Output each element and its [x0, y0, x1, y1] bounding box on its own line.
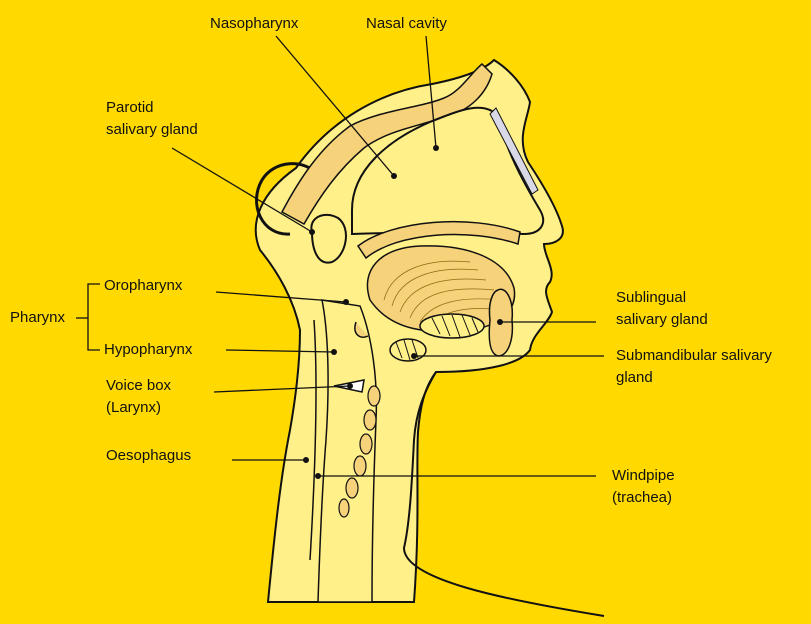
- label-nasal-cavity: Nasal cavity: [366, 14, 447, 34]
- label-pharynx: Pharynx: [10, 308, 65, 328]
- label-sublingual-line2: salivary gland: [616, 310, 708, 330]
- label-sublingual-line1: Sublingual: [616, 288, 686, 308]
- label-oesophagus: Oesophagus: [106, 446, 191, 466]
- label-submandibular-line1: Submandibular salivary: [616, 346, 772, 366]
- sublingual-gland-shape: [420, 314, 484, 338]
- label-nasopharynx: Nasopharynx: [210, 14, 298, 34]
- parotid-gland-shape: [311, 215, 346, 263]
- label-parotid-line1: Parotid: [106, 98, 154, 118]
- neck-contour: [404, 372, 604, 616]
- label-hypopharynx: Hypopharynx: [104, 340, 192, 360]
- label-windpipe-line2: (trachea): [612, 488, 672, 508]
- label-voice-box-line1: Voice box: [106, 376, 171, 396]
- label-parotid-line2: salivary gland: [106, 120, 198, 140]
- label-submandibular-line2: gland: [616, 368, 653, 388]
- label-windpipe-line1: Windpipe: [612, 466, 675, 486]
- label-oropharynx: Oropharynx: [104, 276, 182, 296]
- label-voice-box-line2: (Larynx): [106, 398, 161, 418]
- submandibular-gland-shape: [390, 339, 426, 361]
